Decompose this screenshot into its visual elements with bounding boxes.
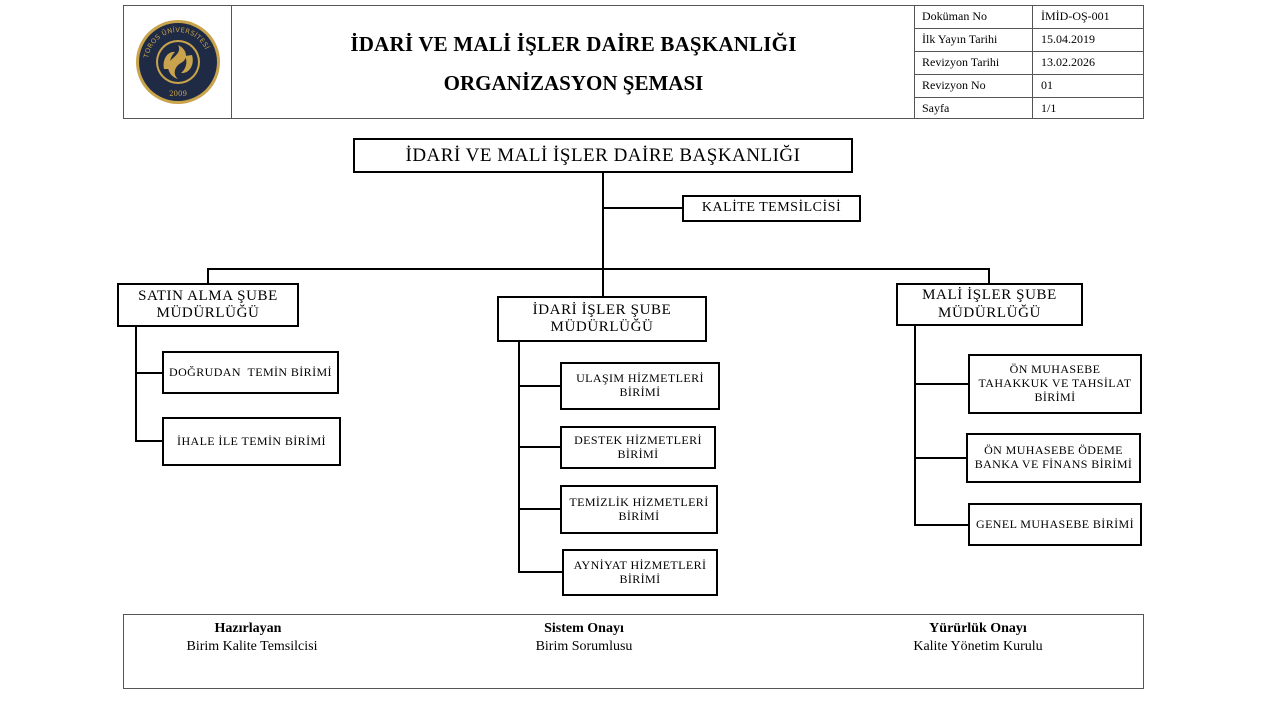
dept2-unit1-connector [518,385,561,387]
department-label-line2: MÜDÜRLÜĞÜ [156,305,260,321]
department-node-idari-isler: İDARİ İŞLER ŞUBE MÜDÜRLÜĞÜ [497,296,707,342]
dept2-unit2-connector [518,446,561,448]
unit-node-on-muhasebe-odeme: ÖN MUHASEBE ÖDEME BANKA VE FİNANS BİRİMİ [966,433,1141,483]
unit-label-line2: BİRİMİ [619,571,661,586]
dept3-unit1-connector [914,383,969,385]
unit-label-line2: BİRİMİ [619,385,661,399]
meta-row-page: Sayfa 1/1 [915,97,1144,119]
dept2-drop-line [602,268,604,297]
department-label-line2: MÜDÜRLÜĞÜ [550,319,654,335]
document-title: İDARİ VE MALİ İŞLER DAİRE BAŞKANLIĞI [350,32,797,56]
dept3-branch-line [914,325,916,526]
dept2-unit4-connector [518,571,563,573]
dept1-unit1-connector [135,372,163,374]
unit-node-ulasim: ULAŞIM HİZMETLERİ BİRİMİ [560,362,720,410]
signature-title: Hazırlayan [214,621,282,636]
signature-role: Kalite Yönetim Kurulu [913,639,1043,654]
signature-role: Birim Kalite Temsilcisi [186,639,318,654]
dept2-branch-line [518,341,520,573]
signature-title: Sistem Onayı [544,621,624,636]
quality-rep-label: KALİTE TEMSİLCİSİ [701,200,842,216]
unit-label-line2: BİRİMİ [618,508,660,523]
unit-node-temizlik: TEMİZLİK HİZMETLERİ BİRİMİ [560,485,718,534]
dept3-unit3-connector [914,524,969,526]
meta-label: İlk Yayın Tarihi [922,32,998,46]
department-label-line1: MALİ İŞLER ŞUBE [922,287,1057,304]
meta-label: Revizyon Tarihi [922,55,1000,69]
meta-value: 13.02.2026 [1041,55,1095,69]
signature-title: Yürürlük Onayı [929,621,1027,636]
logo-year: 2009 [169,90,187,98]
meta-column-divider [1032,5,1033,119]
university-logo: TOROS ÜNİVERSİTESİ 2009 [136,20,220,104]
unit-label: GENEL MUHASEBE BİRİMİ [976,516,1134,531]
document-subtitle: ORGANİZASYON ŞEMASI [443,71,704,95]
unit-label-line2: BİRİMİ [617,446,659,461]
meta-label: Doküman No [922,9,987,23]
unit-node-ayniyat: AYNİYAT HİZMETLERİ BİRİMİ [562,549,718,596]
dept1-unit2-connector [135,440,163,442]
meta-label: Revizyon No [922,78,986,92]
unit-label-line2: BANKA VE FİNANS BİRİMİ [974,457,1133,471]
department-node-satin-alma: SATIN ALMA ŞUBE MÜDÜRLÜĞÜ [117,283,299,327]
meta-value: İMİD-OŞ-001 [1041,9,1110,23]
unit-label-line1: TEMİZLİK HİZMETLERİ [569,494,709,509]
unit-node-on-muhasebe-tahakkuk: ÖN MUHASEBE TAHAKKUK VE TAHSİLAT BİRİMİ [968,354,1142,414]
document-header [123,5,1144,119]
unit-label-line1: ULAŞIM HİZMETLERİ [576,371,704,386]
quality-rep-node: KALİTE TEMSİLCİSİ [682,195,861,222]
meta-label: Sayfa [922,101,950,115]
unit-label: İHALE İLE TEMİN BİRİMİ [177,433,326,448]
meta-row-doc-no: Doküman No İMİD-OŞ-001 [915,5,1144,29]
unit-label: DOĞRUDAN TEMİN BİRİMİ [169,364,332,379]
unit-node-destek: DESTEK HİZMETLERİ BİRİMİ [560,426,716,469]
meta-value: 15.04.2019 [1041,32,1095,46]
unit-label-line1: DESTEK HİZMETLERİ [574,432,702,447]
unit-label-line2: TAHAKKUK VE TAHSİLAT [978,376,1132,391]
title-cell [232,5,915,119]
meta-row-revision-no: Revizyon No 01 [915,74,1144,98]
signature-role: Birim Sorumlusu [535,639,633,654]
unit-label-line1: AYNİYAT HİZMETLERİ [573,557,707,572]
unit-node-genel-muhasebe: GENEL MUHASEBE BİRİMİ [968,503,1142,546]
dept3-unit2-connector [914,457,967,459]
unit-label-line3: BİRİMİ [1034,389,1076,404]
department-label-line1: İDARİ İŞLER ŞUBE [532,301,672,318]
meta-value: 01 [1041,78,1053,92]
meta-row-first-publish: İlk Yayın Tarihi 15.04.2019 [915,28,1144,52]
unit-node-dogrudan-temin: DOĞRUDAN TEMİN BİRİMİ [162,351,339,394]
meta-value: 1/1 [1041,101,1057,115]
dept3-drop-line [988,268,990,284]
dept2-unit3-connector [518,508,561,510]
root-node-label: İDARİ VE MALİ İŞLER DAİRE BAŞKANLIĞI [405,144,801,166]
logo-cell: TOROS ÜNİVERSİTESİ 2009 [123,5,232,119]
root-node: İDARİ VE MALİ İŞLER DAİRE BAŞKANLIĞI [353,138,853,173]
meta-row-revision-date: Revizyon Tarihi 13.02.2026 [915,51,1144,75]
unit-node-ihale-ile-temin: İHALE İLE TEMİN BİRİMİ [162,417,341,466]
dept1-branch-line [135,326,137,442]
dept1-drop-line [207,268,209,284]
approval-footer: Hazırlayan Birim Kalite Temsilcisi Siste… [123,614,1144,689]
unit-label-line1: ÖN MUHASEBE ÖDEME [984,443,1123,458]
department-label-line1: SATIN ALMA ŞUBE [138,287,278,304]
department-node-mali-isler: MALİ İŞLER ŞUBE MÜDÜRLÜĞÜ [896,283,1083,326]
root-trunk-line [602,172,604,282]
quality-rep-connector [603,207,683,209]
unit-label-line1: ÖN MUHASEBE [1009,362,1101,377]
department-bus-line [207,268,990,270]
department-label-line2: MÜDÜRLÜĞÜ [938,304,1041,321]
